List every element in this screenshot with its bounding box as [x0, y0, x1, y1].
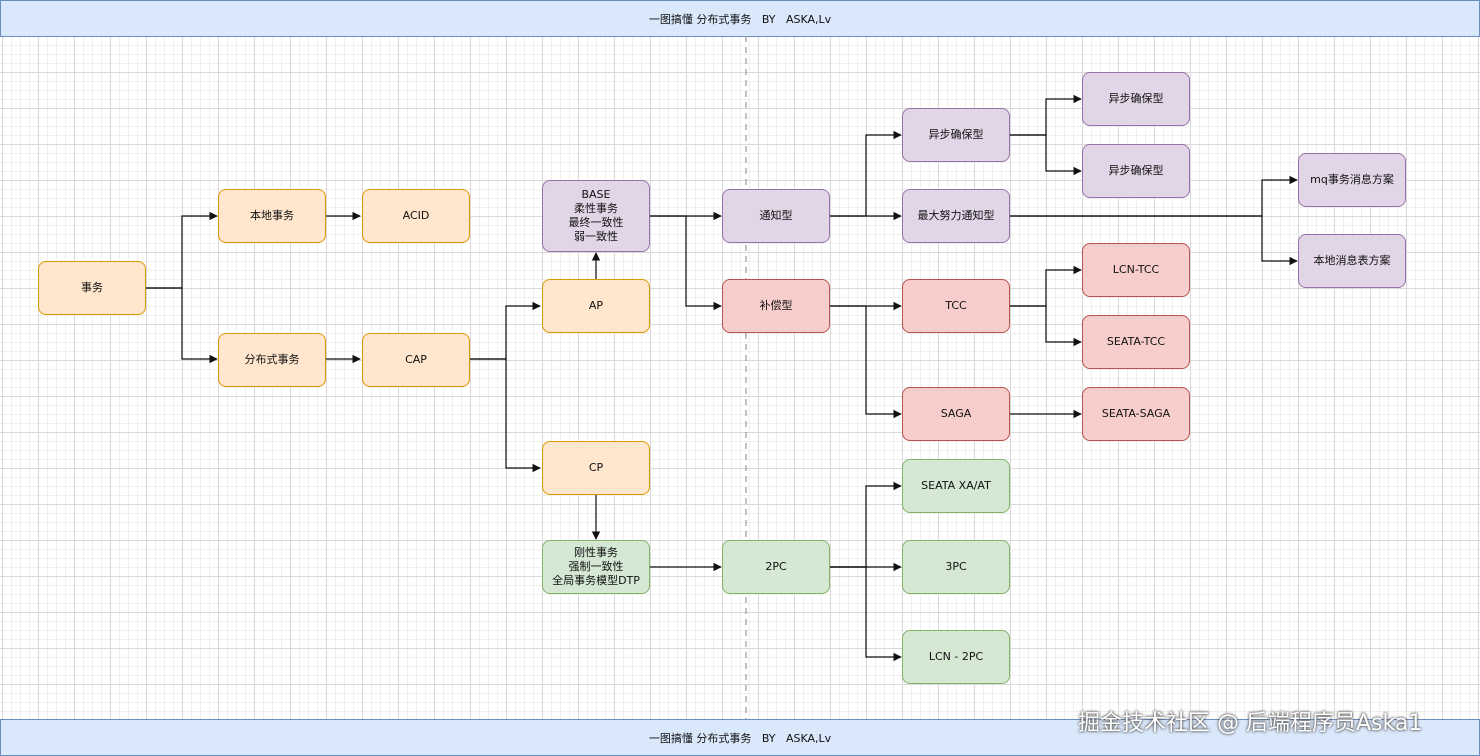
node-fenbushi-shiwu[interactable]: 分布式事务 — [218, 333, 326, 387]
watermark-text: 掘金技术社区 @ 后端程序员Aska1 — [1078, 711, 1423, 736]
node-lcn-2pc[interactable]: LCN - 2PC — [902, 630, 1010, 684]
edge-2pc-seataxa — [830, 481, 902, 568]
node-bendi-shiwu[interactable]: 本地事务 — [218, 189, 326, 243]
edge-buchang-saga — [830, 305, 902, 419]
node-yibu-1[interactable]: 异步确保型 — [902, 108, 1010, 162]
node-cap[interactable]: CAP — [362, 333, 470, 387]
node-yibu-2[interactable]: 异步确保型 — [1082, 72, 1190, 126]
node-acid[interactable]: ACID — [362, 189, 470, 243]
header-banner: 一图搞懂 分布式事务 BY ASKA,Lv — [0, 0, 1480, 37]
edge-tcc-lcntcc — [1010, 265, 1082, 307]
edge-shiwu-bendi — [146, 211, 218, 289]
node-ap[interactable]: AP — [542, 279, 650, 333]
edge-2pc-lcn2pc — [830, 566, 902, 662]
node-saga[interactable]: SAGA — [902, 387, 1010, 441]
node-2pc[interactable]: 2PC — [722, 540, 830, 594]
edge-yibu-yibu2 — [1010, 94, 1082, 136]
node-seata-tcc[interactable]: SEATA-TCC — [1082, 315, 1190, 369]
node-yibu-3[interactable]: 异步确保型 — [1082, 144, 1190, 198]
node-shiwu[interactable]: 事务 — [38, 261, 146, 315]
edge-base-buchang — [650, 215, 722, 311]
node-buchang[interactable]: 补偿型 — [722, 279, 830, 333]
node-tongzhi[interactable]: 通知型 — [722, 189, 830, 243]
node-seata-xa[interactable]: SEATA XA/AT — [902, 459, 1010, 513]
node-seata-saga[interactable]: SEATA-SAGA — [1082, 387, 1190, 441]
edge-cap-ap — [470, 301, 541, 360]
node-zuida-nuli[interactable]: 最大努力通知型 — [902, 189, 1010, 243]
node-3pc[interactable]: 3PC — [902, 540, 1010, 594]
node-tcc[interactable]: TCC — [902, 279, 1010, 333]
node-mq[interactable]: mq事务消息方案 — [1298, 153, 1406, 207]
edge-tongzhi-yibu — [830, 130, 902, 217]
node-base[interactable]: BASE 柔性事务 最终一致性 弱一致性 — [542, 180, 650, 252]
edge-cap-cp — [470, 358, 541, 473]
edge-yibu-yibu3 — [1010, 134, 1082, 176]
node-lcn-tcc[interactable]: LCN-TCC — [1082, 243, 1190, 297]
node-cp[interactable]: CP — [542, 441, 650, 495]
node-gangxing[interactable]: 刚性事务 强制一致性 全局事务模型DTP — [542, 540, 650, 594]
edge-shiwu-fenbushi — [146, 287, 218, 364]
edge-tcc-seatatcc — [1010, 305, 1082, 347]
node-bendi-xiaoxi[interactable]: 本地消息表方案 — [1298, 234, 1406, 288]
